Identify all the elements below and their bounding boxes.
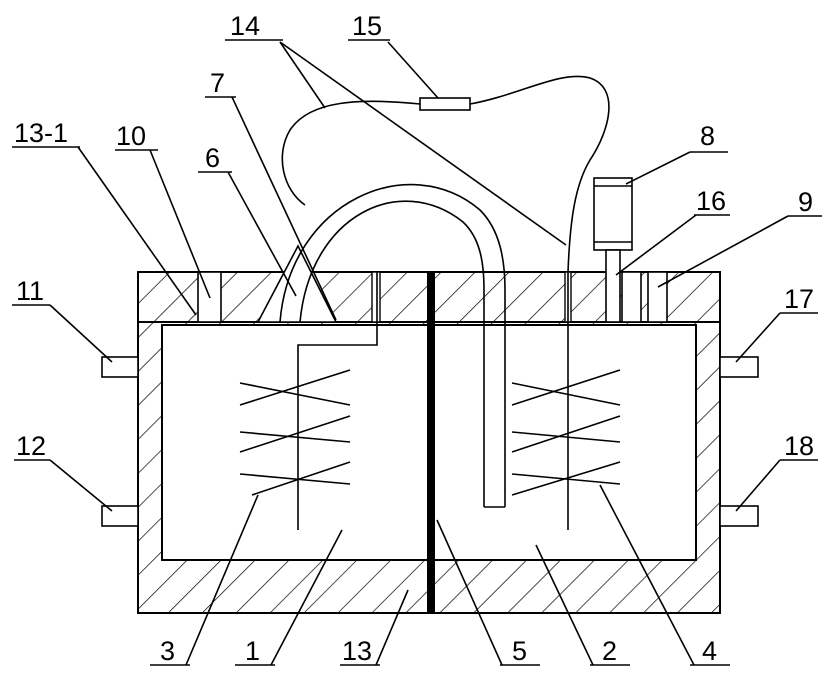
port-12 [101,505,139,527]
lid-slot-pipe [371,271,381,323]
port-18 [719,505,759,527]
label-2: 2 [602,636,617,666]
partition-5 [427,272,435,613]
lid-hole-16 [621,271,642,323]
label-5: 5 [512,636,527,666]
leader-lines [12,39,822,666]
label-9: 9 [798,187,813,217]
label-12: 12 [16,431,46,461]
motor-8 [593,177,633,323]
label-7: 7 [210,68,225,98]
lid-hole-9 [647,271,668,323]
sensor-15 [419,97,471,111]
label-13: 13 [342,636,372,666]
label-16: 16 [696,186,726,216]
funnel-6 [256,244,338,323]
label-15: 15 [352,11,382,41]
label-6: 6 [205,143,220,173]
label-8: 8 [700,121,715,151]
label-1: 1 [245,636,260,666]
label-11: 11 [16,276,44,306]
port-17 [719,356,759,378]
port-11 [101,356,139,378]
label-17: 17 [784,284,814,314]
label-18: 18 [784,431,814,461]
part-labels: 13-1 10 6 7 14 15 8 16 9 11 12 17 18 3 1… [14,11,814,666]
cable-14 [281,75,610,273]
label-4: 4 [702,636,717,666]
label-3: 3 [160,636,175,666]
label-14: 14 [230,11,260,41]
stirrer-right-4 [511,272,621,530]
label-13-1: 13-1 [14,118,68,148]
u-tube-7 [279,183,506,508]
label-10: 10 [116,121,146,151]
stirrer-left-3 [239,272,378,530]
